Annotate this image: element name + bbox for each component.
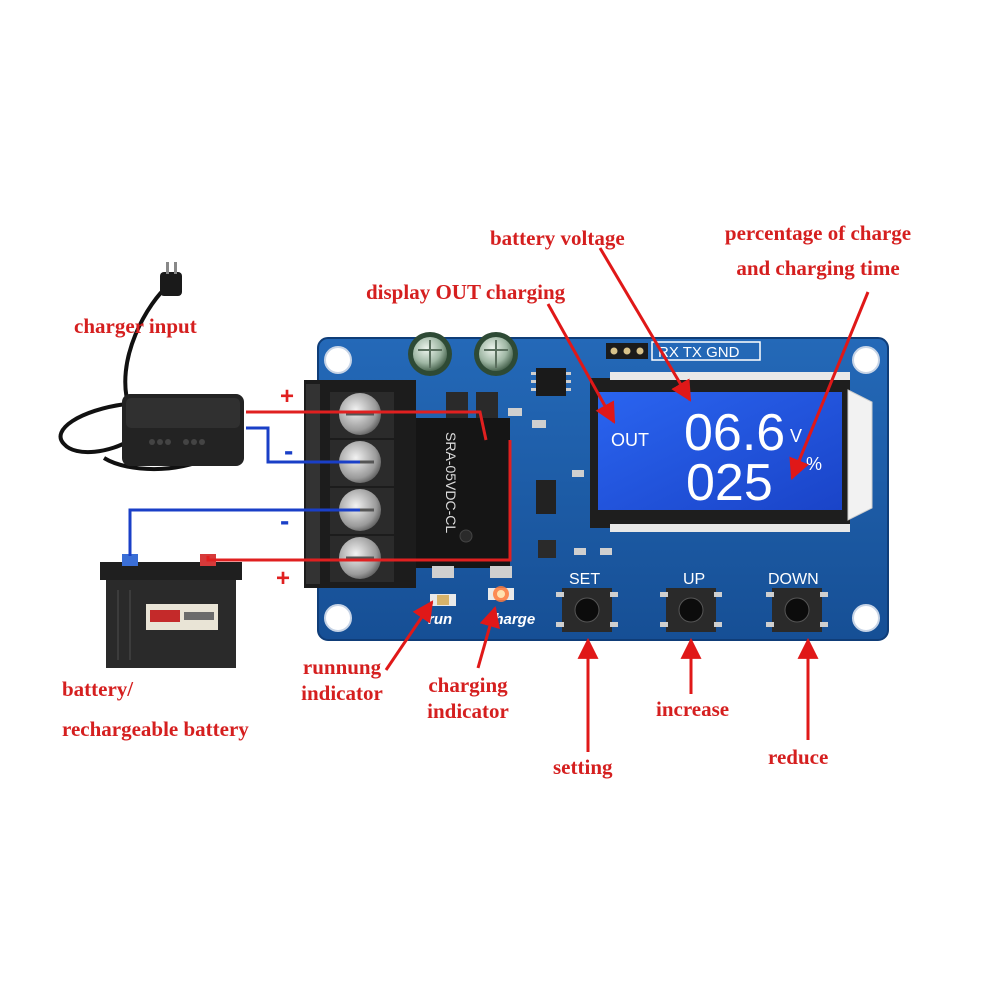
lcd-percent-value: 025 — [686, 454, 773, 512]
capacitor — [408, 332, 452, 376]
label-running-line1: runnung — [302, 655, 382, 679]
terminal-screw — [330, 392, 394, 438]
label-battery-line1: battery/ — [62, 677, 134, 701]
label-display-out-charging: display OUT charging — [366, 280, 566, 304]
set-button-label: SET — [569, 571, 600, 588]
plus-sign-bottom: + — [276, 565, 290, 592]
mounting-hole — [324, 604, 352, 632]
label-running-line2: indicator — [301, 681, 383, 705]
label-increase: increase — [656, 697, 730, 721]
arrow-battery-voltage — [598, 247, 692, 402]
label-reduce: reduce — [768, 745, 829, 769]
label-percentage-line2: and charging time — [736, 256, 900, 280]
battery — [100, 554, 242, 668]
label-charging-line1: charging — [428, 673, 508, 697]
run-led — [430, 566, 456, 606]
lcd-module: OUT 06.6 V 025 % — [590, 372, 873, 532]
charger-negative-wire — [246, 426, 360, 464]
label-running-indicator: runnung indicator — [286, 654, 398, 706]
mounting-hole — [324, 346, 352, 374]
mounting-hole — [852, 604, 880, 632]
arrow-running-indicator — [384, 600, 434, 671]
terminal-block — [304, 380, 416, 588]
mounting-hole — [852, 346, 880, 374]
relay-label: SRA-05VDC-CL — [443, 432, 459, 533]
up-button-label: UP — [683, 571, 705, 588]
relay: SRA-05VDC-CL — [416, 418, 510, 568]
label-battery: battery/ rechargeable battery — [62, 676, 249, 742]
plus-sign-top: + — [280, 383, 294, 410]
header-pins-label: RX TX GND — [658, 344, 740, 361]
lcd-out-text: OUT — [611, 430, 649, 450]
label-charger-input: charger input — [74, 314, 197, 338]
charger-adapter — [58, 262, 244, 471]
label-percentage-line1: percentage of charge — [724, 221, 912, 245]
annotation-arrows — [384, 247, 870, 752]
label-setting: setting — [553, 755, 613, 779]
run-led-label: run — [428, 611, 452, 628]
arrow-percentage — [789, 291, 870, 480]
wires — [128, 410, 512, 562]
label-charging-indicator: charging indicator — [412, 672, 524, 724]
charge-led — [488, 566, 514, 602]
arrow-display-out — [546, 303, 616, 424]
ic-chip — [536, 368, 566, 396]
capacitor — [474, 332, 518, 376]
charger-positive-wire — [246, 410, 488, 441]
battery-negative-wire — [128, 508, 360, 556]
arrow-charging-indicator — [476, 605, 500, 669]
lcd-voltage-unit: V — [790, 426, 802, 446]
label-percentage-of-charge: percentage of charge and charging time — [700, 220, 936, 281]
down-button-label: DOWN — [768, 571, 819, 588]
lcd-voltage-value: 06.6 — [684, 404, 785, 462]
minus-sign-1: - — [284, 435, 293, 466]
lcd-percent-unit: % — [806, 454, 822, 474]
down-button[interactable] — [766, 588, 828, 632]
battery-positive-wire — [206, 440, 512, 562]
minus-sign-2: - — [280, 505, 289, 536]
label-battery-voltage: battery voltage — [490, 226, 625, 250]
up-button[interactable] — [660, 588, 722, 632]
label-battery-line2: rechargeable battery — [62, 717, 249, 741]
label-charging-line2: indicator — [427, 699, 509, 723]
set-button[interactable] — [556, 588, 618, 632]
